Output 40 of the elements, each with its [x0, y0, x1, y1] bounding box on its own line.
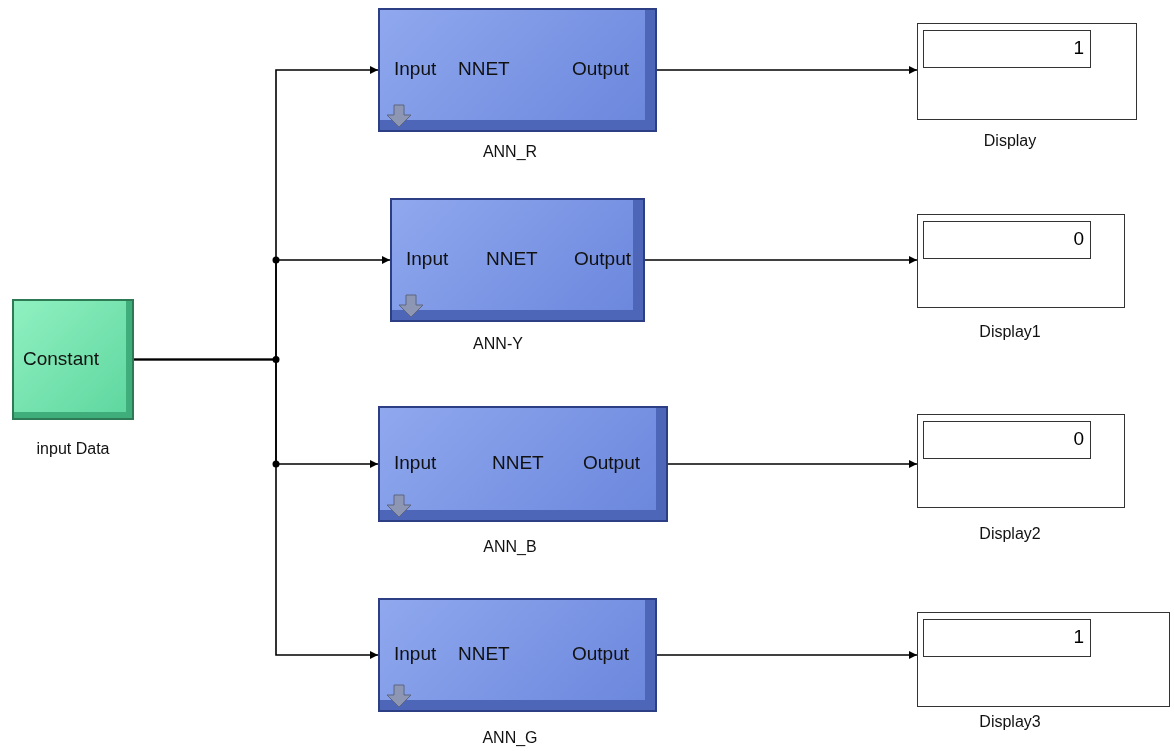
block-name: Display1: [979, 323, 1041, 341]
block-name: ANN_G: [482, 729, 538, 747]
neural-network-block: [390, 198, 645, 322]
port-label: Output: [574, 248, 632, 270]
neural-network-block: [378, 598, 657, 712]
signal-arrow: [667, 460, 918, 468]
port-label: Output: [583, 452, 641, 474]
display-value: 0: [1073, 228, 1084, 250]
block-label: NNET: [458, 58, 510, 80]
neural-network-block: [378, 8, 657, 132]
port-label: Input: [406, 248, 449, 270]
block-name: Display: [983, 132, 1037, 150]
block-name: Display2: [979, 525, 1041, 543]
block-label: NNET: [486, 248, 538, 270]
display-value: 1: [1073, 626, 1084, 648]
neural-network-block: [378, 406, 668, 522]
block-name: ANN_B: [483, 538, 537, 556]
block-label: NNET: [458, 643, 510, 665]
display-value: 1: [1073, 37, 1084, 59]
block-name: input Data: [36, 440, 110, 458]
signal-arrow: [656, 66, 918, 74]
display-block: [917, 414, 1125, 508]
constant-block: [12, 299, 134, 420]
port-label: Output: [572, 643, 630, 665]
block-name: ANN-Y: [473, 335, 523, 353]
display-block: [917, 23, 1137, 120]
port-label: Input: [394, 643, 437, 665]
block-name: ANN_R: [482, 143, 538, 161]
display-value: 0: [1073, 428, 1084, 450]
display-block: [917, 214, 1125, 308]
port-label: Input: [394, 58, 437, 80]
signal-arrow: [644, 256, 918, 264]
signal-arrow: [133, 358, 379, 659]
signal-arrow: [656, 651, 918, 659]
block-name: Display3: [979, 713, 1041, 731]
port-label: Output: [572, 58, 630, 80]
display-block: [917, 612, 1170, 707]
block-label: Constant: [23, 347, 100, 370]
block-label: NNET: [492, 452, 544, 474]
port-label: Input: [394, 452, 437, 474]
